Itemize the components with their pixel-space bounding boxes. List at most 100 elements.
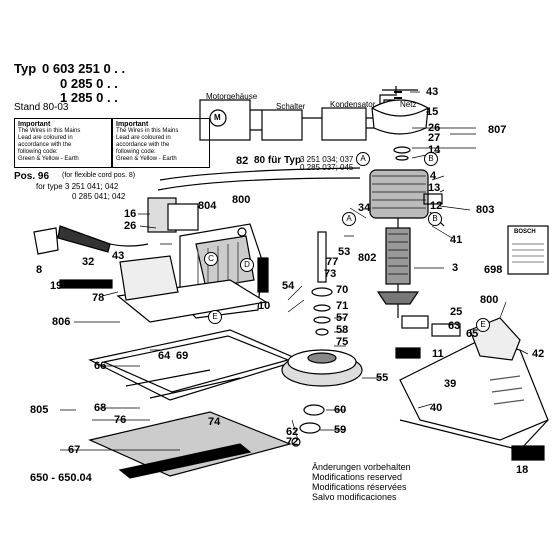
part-number: 58 bbox=[336, 324, 349, 336]
part-number: 75 bbox=[336, 336, 349, 348]
part-number: 78 bbox=[92, 292, 105, 304]
part-number: 74 bbox=[208, 416, 221, 428]
switch-box bbox=[261, 109, 303, 141]
switch-804 bbox=[167, 203, 199, 231]
part-number: 3 bbox=[452, 262, 459, 274]
important-title: Important bbox=[116, 121, 149, 128]
gear-hub bbox=[307, 352, 337, 364]
motor-housing-box bbox=[199, 99, 251, 141]
filter-10 bbox=[257, 257, 269, 293]
housing-ribs bbox=[197, 242, 239, 300]
part-63 bbox=[431, 323, 461, 337]
handle-grip-lines bbox=[489, 375, 525, 405]
footer-line: Salvo modificaciones bbox=[312, 492, 397, 502]
part-number: 800 bbox=[232, 194, 251, 206]
mains-plug-symbol bbox=[394, 91, 402, 99]
nameplate-lines bbox=[512, 243, 544, 263]
housing-inner bbox=[195, 235, 255, 289]
part-number: 25 bbox=[450, 306, 463, 318]
type-label: Typ bbox=[14, 61, 37, 76]
part-number: 19 bbox=[50, 280, 63, 292]
important-line: accordance with the bbox=[116, 142, 170, 148]
type-line-2: 0 285 0 . . bbox=[60, 76, 118, 91]
part-number: 802 bbox=[358, 252, 377, 264]
part-25 bbox=[401, 315, 429, 329]
part-number: 15 bbox=[426, 106, 439, 118]
part-number: 82 bbox=[236, 155, 249, 167]
important-line: Green & Yellow - Earth bbox=[116, 156, 177, 162]
footer-line: Modifications réservées bbox=[312, 482, 407, 492]
ring-71 bbox=[313, 304, 331, 312]
base-plate-806 bbox=[116, 279, 268, 323]
schematic-motorgehaeuse: Motorgehäuse bbox=[206, 92, 258, 101]
lead-wire-82 bbox=[157, 177, 361, 191]
schematic-motor: M bbox=[214, 113, 221, 122]
part-number: 67 bbox=[68, 444, 81, 456]
stator-lamination bbox=[372, 175, 426, 209]
part-number: 42 bbox=[532, 348, 545, 360]
screw-43 bbox=[382, 86, 418, 96]
part-number: 66 bbox=[94, 360, 107, 372]
fuer-typ-line-1: 3 251 034; 037 bbox=[300, 155, 354, 164]
shaft-53 bbox=[317, 231, 327, 283]
type-line-3: 1 285 0 . . bbox=[60, 90, 118, 105]
fuer-typ-label: 80 für Typ bbox=[254, 155, 302, 166]
part-number: 4 bbox=[430, 170, 437, 182]
part-number: 72 bbox=[286, 436, 299, 448]
part-number: 807 bbox=[488, 124, 507, 136]
fan-wheel bbox=[376, 291, 420, 305]
armature-3 bbox=[385, 227, 411, 285]
part-number: 32 bbox=[82, 256, 95, 268]
washer-72 bbox=[291, 437, 301, 447]
part-number: 698 bbox=[484, 264, 503, 276]
important-line: following code: bbox=[116, 149, 156, 155]
part-number: 41 bbox=[450, 234, 463, 246]
circle-label-b-2: B bbox=[428, 212, 442, 226]
part-11 bbox=[395, 347, 421, 359]
bearing-54 bbox=[311, 287, 333, 297]
part-number: 73 bbox=[324, 268, 337, 280]
part-number: 800 bbox=[480, 294, 499, 306]
bosch-badge bbox=[511, 445, 545, 461]
part-number: 805 bbox=[30, 404, 49, 416]
part-number: 26 bbox=[124, 220, 137, 232]
schematic-kondensator: Kondensator bbox=[330, 100, 376, 109]
part-number: 39 bbox=[444, 378, 457, 390]
footer-line: Änderungen vorbehalten bbox=[312, 462, 411, 472]
part-number: 34 bbox=[358, 202, 371, 214]
part-number: 26 bbox=[428, 122, 441, 134]
circle-label-e: E bbox=[208, 310, 222, 324]
part-number: 16 bbox=[124, 208, 137, 220]
part-number: 54 bbox=[282, 280, 295, 292]
part-number: 57 bbox=[336, 312, 349, 324]
footer-notice: Änderungen vorbehalten Modifications res… bbox=[312, 462, 411, 502]
part-number: 14 bbox=[428, 144, 441, 156]
screw-hole bbox=[237, 227, 247, 237]
pos96-note: (for flexible cord pos. 8) bbox=[62, 172, 136, 179]
pad-edge bbox=[118, 443, 252, 479]
part-number: 63 bbox=[448, 320, 461, 332]
bearing-26 bbox=[393, 146, 411, 154]
stator-4 bbox=[369, 169, 429, 219]
part-number: 8 bbox=[36, 264, 43, 276]
part-number: 806 bbox=[52, 316, 71, 328]
schematic-netz: Netz bbox=[400, 100, 417, 109]
part-number: 59 bbox=[334, 424, 347, 436]
type-header: Typ bbox=[14, 62, 36, 76]
ring-58 bbox=[315, 328, 329, 336]
important-line: following code: bbox=[18, 149, 58, 155]
footer-line: Modifications reserved bbox=[312, 472, 403, 482]
part-number: 43 bbox=[426, 86, 439, 98]
part-number: 53 bbox=[338, 246, 351, 258]
type-line-1: 0 603 251 0 . . bbox=[42, 61, 126, 76]
motor-symbol bbox=[209, 109, 227, 127]
stand-date: Stand 80-03 bbox=[14, 102, 69, 113]
important-line: Lead are coloured in bbox=[18, 135, 73, 141]
part-number: 71 bbox=[336, 300, 349, 312]
circle-label-e-2: E bbox=[476, 318, 490, 332]
important-line: The Wires in this Mains bbox=[116, 128, 179, 134]
pos96-for-type-2: 0 285 041; 042 bbox=[72, 192, 126, 201]
part-number: 76 bbox=[114, 414, 127, 426]
part-number: 40 bbox=[430, 402, 443, 414]
